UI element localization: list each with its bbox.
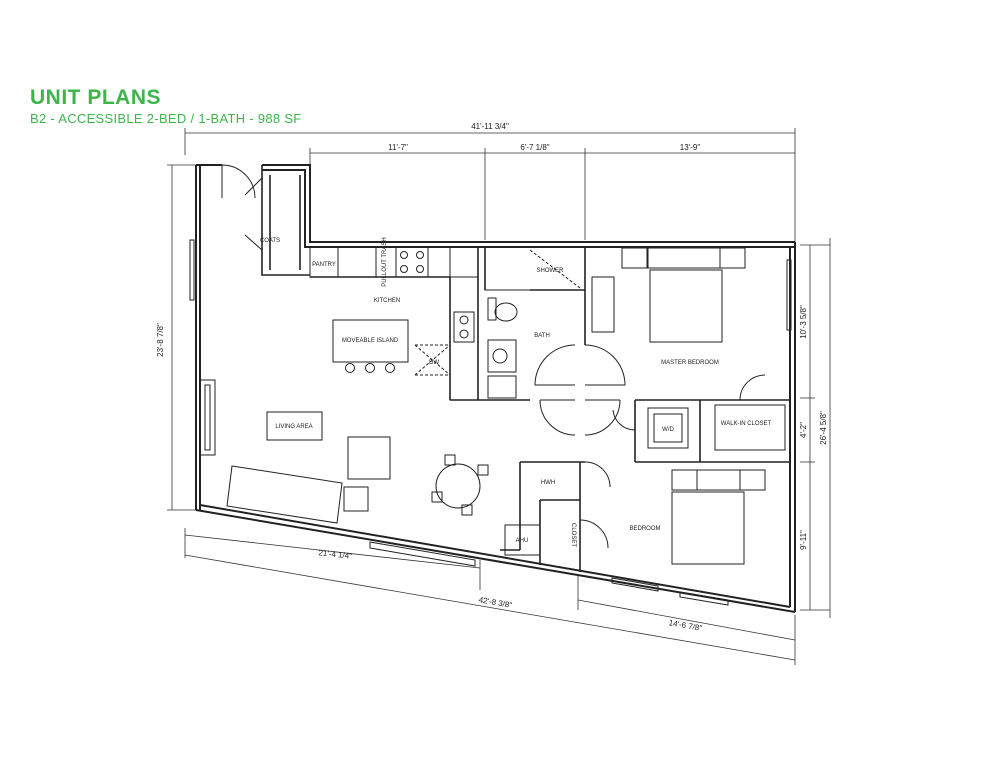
dim-right-lower: 9'-11" <box>799 530 808 550</box>
door-swings <box>221 164 766 549</box>
page-header: UNIT PLANS B2 - ACCESSIBLE 2-BED / 1-BAT… <box>30 86 302 126</box>
label-kitchen: KITCHEN <box>374 298 400 304</box>
label-ahu: AHU <box>516 538 529 544</box>
dim-bottom-left: 21'-4 1/4" <box>318 548 353 560</box>
outer-walls <box>195 164 796 613</box>
dim-right-middle: 4'-2" <box>799 422 808 438</box>
label-living-area: LIVING AREA <box>275 424 312 430</box>
dim-bottom-right: 14'-6 7/8" <box>668 618 703 633</box>
label-pantry: PANTRY <box>312 262 336 268</box>
label-walk-in-closet: WALK-IN CLOSET <box>721 421 772 427</box>
dimension-labels: 41'-11 3/4" 11'-7" 6'-7 1/8" 13'-9" 23'-… <box>156 122 828 633</box>
label-bath: BATH <box>534 333 550 339</box>
label-shower: SHOWER <box>537 268 565 274</box>
dim-top-left: 11'-7" <box>388 143 408 152</box>
page-subtitle: B2 - ACCESSIBLE 2-BED / 1-BATH - 988 SF <box>30 111 302 126</box>
dim-top-right: 13'-9" <box>680 143 701 152</box>
dim-overall-width: 41'-11 3/4" <box>471 122 509 131</box>
dim-left-height: 23'-8 7/8" <box>156 323 165 357</box>
interior-walls <box>261 165 790 572</box>
label-master-bedroom: MASTER BEDROOM <box>661 360 719 366</box>
label-hwh: HWH <box>541 480 555 486</box>
dim-right-upper: 10'-3 5/8" <box>799 305 808 339</box>
bedroom-furniture <box>591 247 786 565</box>
dim-bottom-overall: 42'-8 3/8" <box>478 595 513 610</box>
living-furniture <box>199 379 541 556</box>
bath-fixtures <box>484 246 586 399</box>
label-coats: COATS <box>260 238 280 244</box>
label-pullout-trash: PULLOUT TRASH <box>382 237 388 286</box>
dim-top-middle: 6'-7 1/8" <box>520 143 549 152</box>
label-closet: CLOSET <box>570 523 576 547</box>
page-title: UNIT PLANS <box>30 86 161 109</box>
label-dw: DW <box>429 360 439 366</box>
label-moveable-island: MOVEABLE ISLAND <box>342 338 399 344</box>
windows <box>189 239 792 606</box>
kitchen-fixtures <box>309 246 479 401</box>
room-labels: COATS PANTRY PULLOUT TRASH KITCHEN MOVEA… <box>260 237 772 547</box>
label-bedroom: BEDROOM <box>629 526 660 532</box>
dimension-lines <box>167 128 831 665</box>
dim-right-overall: 26'-4 5/8" <box>819 411 828 445</box>
label-wd: W/D <box>662 427 674 433</box>
